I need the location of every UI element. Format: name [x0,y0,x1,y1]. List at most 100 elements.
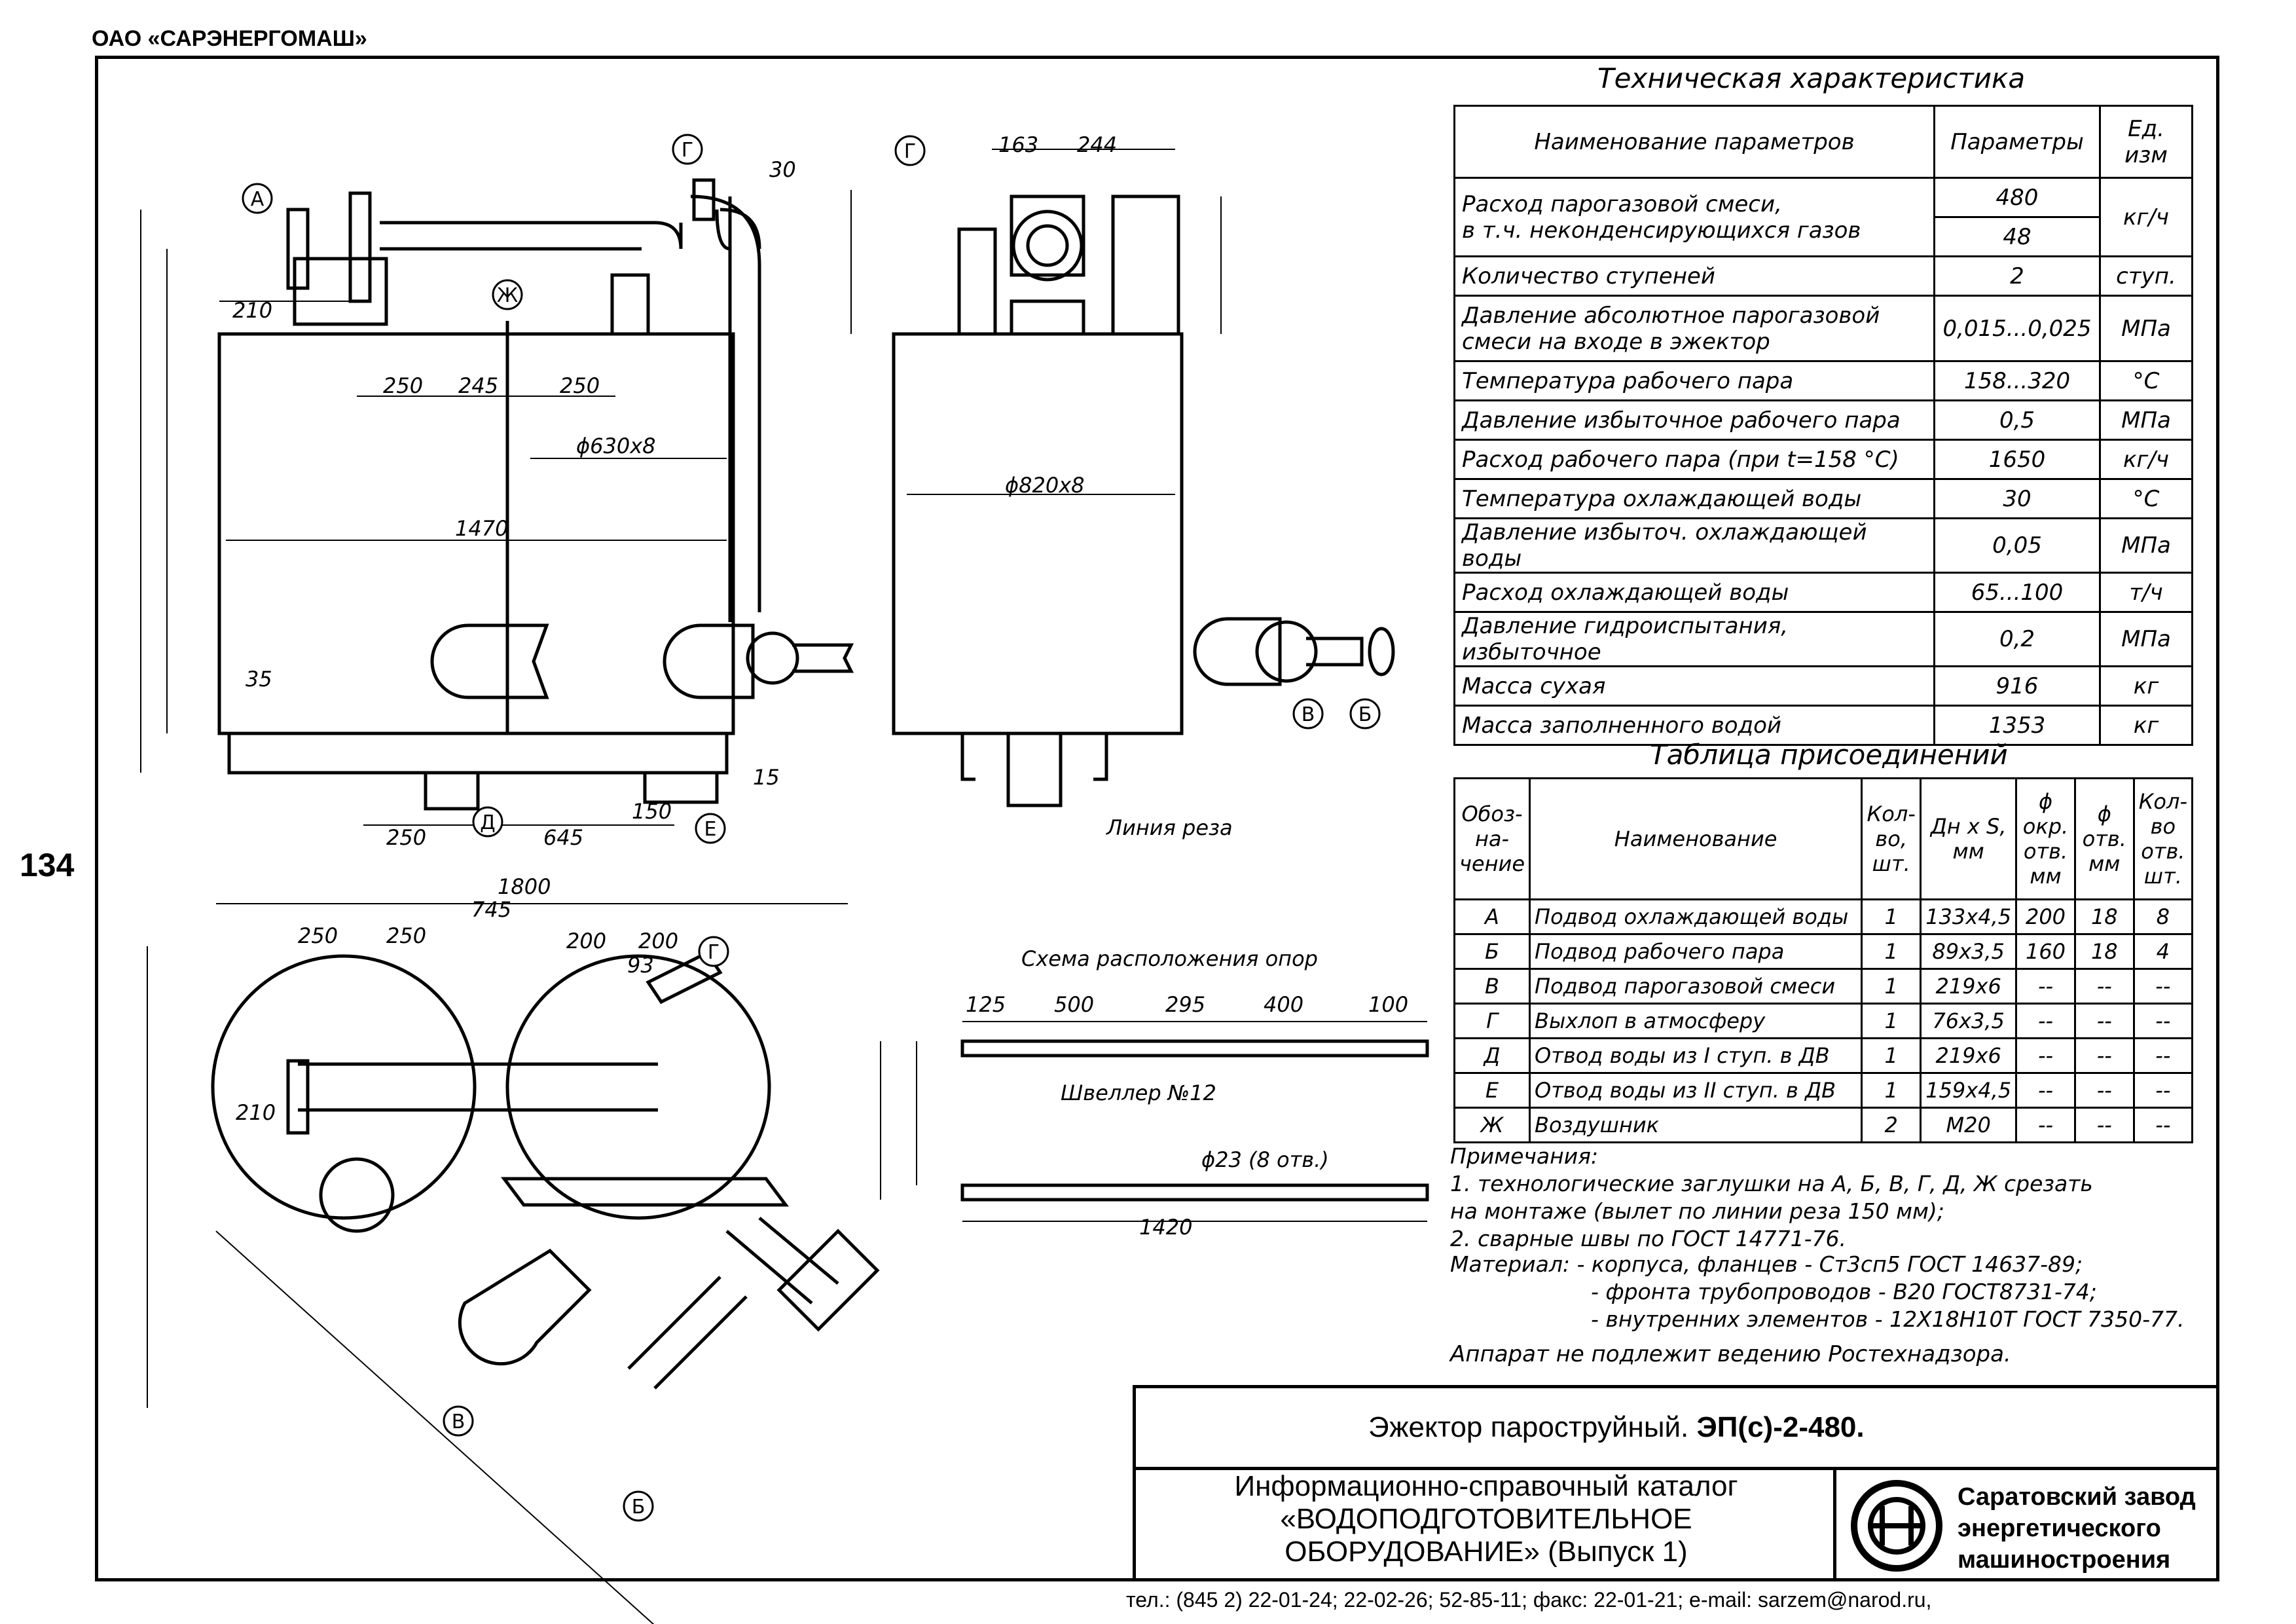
title-block-row [1136,1388,2216,1470]
plant-name: Саратовский завод энергетического машино… [1958,1483,2196,1574]
marker-a: А [251,188,264,211]
material-line-1: Материал: - корпуса, фланцев - Ст3сп5 ГО… [1450,1251,2083,1277]
contact-footer: тел.: (845 2) 22-01-24; 22-02-26; 52-85-… [1126,1588,1932,1612]
marker-b-plan: Б [632,1496,646,1519]
material-line-2: - фронта трубопроводов - В20 ГОСТ8731-74… [1591,1279,2097,1304]
product-title: Эжектор пароструйный. ЭП(с)-2-480. [1368,1411,1865,1443]
dim-250b: 250 [560,373,600,398]
notes: Примечания: 1. технологические заглушки … [1450,1143,2093,1253]
gas-flow-value-2: 48 [1933,216,2101,257]
page-number: 134 [20,847,75,883]
dim-210: 210 [232,298,272,323]
plan-nozzle-b [776,1228,880,1332]
tech-table: Наименование параметров Параметры Ед. из… [1453,105,2193,746]
gas-flow-unit: кг/ч [2099,177,2193,257]
gas-flow-value-1: 480 [1933,177,2101,218]
gas-flow-name: Расход парогазовой смеси,в т.ч. неконден… [1453,177,1935,257]
dim-100: 100 [1368,992,1408,1017]
dim-500: 500 [1054,992,1094,1017]
table-row: Давление абсолютное парогазовой смеси на… [1453,295,2193,362]
dim-93: 93 [627,953,654,978]
company-name: ОАО «САРЭНЕРГОМАШ» [92,26,367,51]
notes-line-1: 1. технологические заглушки на А, Б, В, … [1450,1171,2093,1196]
dim-1470: 1470 [455,516,508,541]
plan-vessel-2 [505,954,771,1220]
side-nozzle-v [1193,617,1282,686]
marker-e: Е [704,818,717,841]
dim-745: 745 [471,897,511,922]
support-channel-bottom [960,1183,1429,1202]
connections-table: Обоз- на- чение Наименование Кол- во, шт… [1453,777,2194,1143]
dim-30: 30 [769,157,796,182]
dim-645: 645 [543,825,583,850]
marker-zh: Ж [497,284,518,307]
dim-244: 244 [1077,132,1117,157]
marker-v: В [1302,703,1315,726]
th-holes-qty: Кол- во отв. шт. [2132,777,2194,900]
marker-b: Б [1358,703,1372,726]
connections-title: Таблица присоединений [1650,739,2008,771]
support-channel-top [960,1039,1429,1058]
notes-head: Примечания: [1450,1143,1599,1169]
dim-250a: 250 [383,373,423,398]
notes-line-2: на монтаже (вылет по линии реза 150 мм); [1450,1198,1944,1224]
front-nozzle-v [430,623,549,699]
supports-title: Схема расположения опор [1021,946,1318,971]
plant-logo [1851,1480,1942,1572]
dim-150: 150 [632,799,672,824]
marker-d: Д [480,811,495,834]
plan-nozzle-v [458,1248,592,1366]
th-hole: ϕ отв. мм [2073,777,2135,900]
dim-295: 295 [1165,992,1205,1017]
regulatory-notice: Аппарат не подлежит ведению Ростехнадзор… [1450,1341,2011,1367]
channel-label: Швеллер №12 [1061,1080,1216,1105]
front-nozzle-a [293,257,388,326]
tech-title: Техническая характеристика [1597,62,2026,94]
dim-1420: 1420 [1139,1215,1192,1240]
th-unit: Ед. изм [2099,105,2193,179]
title-block-divider [1833,1470,1836,1581]
dim-200b: 200 [638,929,678,953]
dim-125: 125 [966,992,1006,1017]
dim-163: 163 [998,132,1038,157]
dim-210b: 210 [236,1100,276,1125]
th-param-value: Параметры [1933,105,2101,179]
dim-15: 15 [753,765,780,790]
notes-line-3: 2. сварные швы по ГОСТ 14771-76. [1450,1226,1847,1251]
dim-1800: 1800 [498,874,551,899]
catalog-title: Информационно-справочный каталог «ВОДОПО… [1234,1470,1738,1568]
marker-g: Г [682,139,693,162]
th-qty: Кол- во, шт. [1861,777,1922,900]
th-dn: Дн x S, мм [1920,777,2018,900]
dim-250c: 250 [386,825,426,850]
marker-g-plan: Г [708,941,720,964]
plan-vessel-1 [211,954,477,1220]
front-vessel-base [227,731,729,775]
side-vessel-body [892,332,1184,735]
dim-630: ϕ630x8 [576,434,655,458]
dim-200a: 200 [566,929,606,953]
marker-g-side: Г [904,140,916,163]
th-name: Наименование [1528,777,1863,900]
th-param-name: Наименование параметров [1453,105,1935,179]
dim-250e: 250 [386,923,426,948]
marker-v-plan: В [452,1411,465,1433]
dim-400: 400 [1264,992,1303,1017]
cut-line-label: Линия реза [1106,815,1233,840]
th-designation: Обоз- на- чение [1453,777,1531,900]
